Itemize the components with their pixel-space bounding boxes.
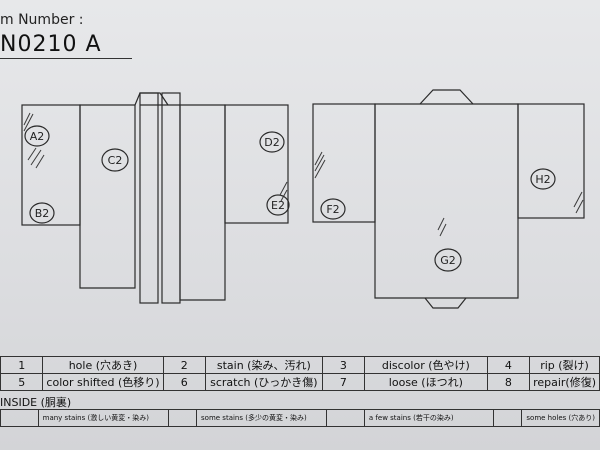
marker-c: C2	[108, 154, 123, 167]
legend-label: repair(修復)	[529, 373, 600, 391]
legend-num: 6	[162, 373, 207, 391]
marker-c-circle	[101, 148, 129, 172]
item-number-underline	[0, 58, 132, 59]
back-body	[374, 103, 519, 299]
legend-label: scratch (ひっかき傷)	[205, 373, 323, 391]
legend-num: 1	[0, 356, 44, 374]
marker-b: B2	[35, 207, 50, 220]
legend-num: 7	[321, 373, 366, 391]
marker-e: E2	[271, 199, 285, 212]
inside-option: some stains (多少の黄変・染み)	[196, 409, 328, 427]
marker-f-circle	[320, 198, 346, 220]
inside-checkbox[interactable]	[167, 409, 198, 427]
legend-label: discolor (色やけ)	[364, 356, 488, 374]
marker-a-circle	[24, 125, 50, 147]
inside-checkbox[interactable]	[0, 409, 39, 427]
marker-g-circle	[434, 248, 462, 272]
legend-num: 5	[0, 373, 44, 391]
damage-hatching	[23, 112, 584, 237]
legend-num: 8	[486, 373, 531, 391]
legend-label: loose (ほつれ)	[364, 373, 488, 391]
front-right-collar	[161, 92, 181, 304]
legend-row: 5 color shifted (色移り) 6 scratch (ひっかき傷) …	[0, 373, 600, 391]
front-left-body	[79, 104, 136, 289]
legend-num: 4	[486, 356, 531, 374]
legend-label: rip (裂け)	[529, 356, 600, 374]
back-right-sleeve	[517, 103, 585, 219]
front-right-body	[179, 104, 226, 301]
back-collar	[419, 89, 474, 105]
item-number-label: m Number :	[0, 12, 84, 28]
marker-d-circle	[259, 131, 285, 153]
front-right-sleeve	[224, 104, 289, 224]
legend-label: hole (穴あき)	[42, 356, 164, 374]
legend-num: 3	[321, 356, 366, 374]
item-number-value: N0210 A	[0, 32, 102, 57]
marker-f: F2	[326, 203, 339, 216]
marker-g: G2	[440, 254, 456, 267]
inside-option: many stains (激しい黄変・染み)	[37, 409, 169, 427]
legend-num: 2	[162, 356, 207, 374]
back-hem-tab	[424, 297, 467, 309]
marker-h: H2	[535, 173, 550, 186]
marker-h-circle	[530, 168, 556, 190]
inside-option: a few stains (若干の染み)	[363, 409, 495, 427]
inside-checkbox[interactable]	[326, 409, 365, 427]
front-left-collar	[139, 92, 159, 304]
marker-b-circle	[29, 202, 55, 224]
inside-options-table: many stains (激しい黄変・染み) some stains (多少の黄…	[0, 409, 600, 427]
marker-d: D2	[264, 136, 279, 149]
inside-checkbox[interactable]	[493, 409, 523, 427]
legend-row: 1 hole (穴あき) 2 stain (染み、汚れ) 3 discolor …	[0, 356, 600, 374]
inside-option: some holes (穴あり)	[521, 409, 600, 427]
inside-label: INSIDE (胴裏)	[0, 396, 72, 409]
marker-a: A2	[30, 130, 45, 143]
garment-diagram: A2 B2 C2 D2 E2 F2 G2 H2	[21, 89, 585, 309]
damage-legend-table: 1 hole (穴あき) 2 stain (染み、汚れ) 3 discolor …	[0, 356, 600, 391]
legend-label: stain (染み、汚れ)	[205, 356, 323, 374]
marker-e-circle	[266, 194, 290, 216]
legend-label: color shifted (色移り)	[42, 373, 164, 391]
